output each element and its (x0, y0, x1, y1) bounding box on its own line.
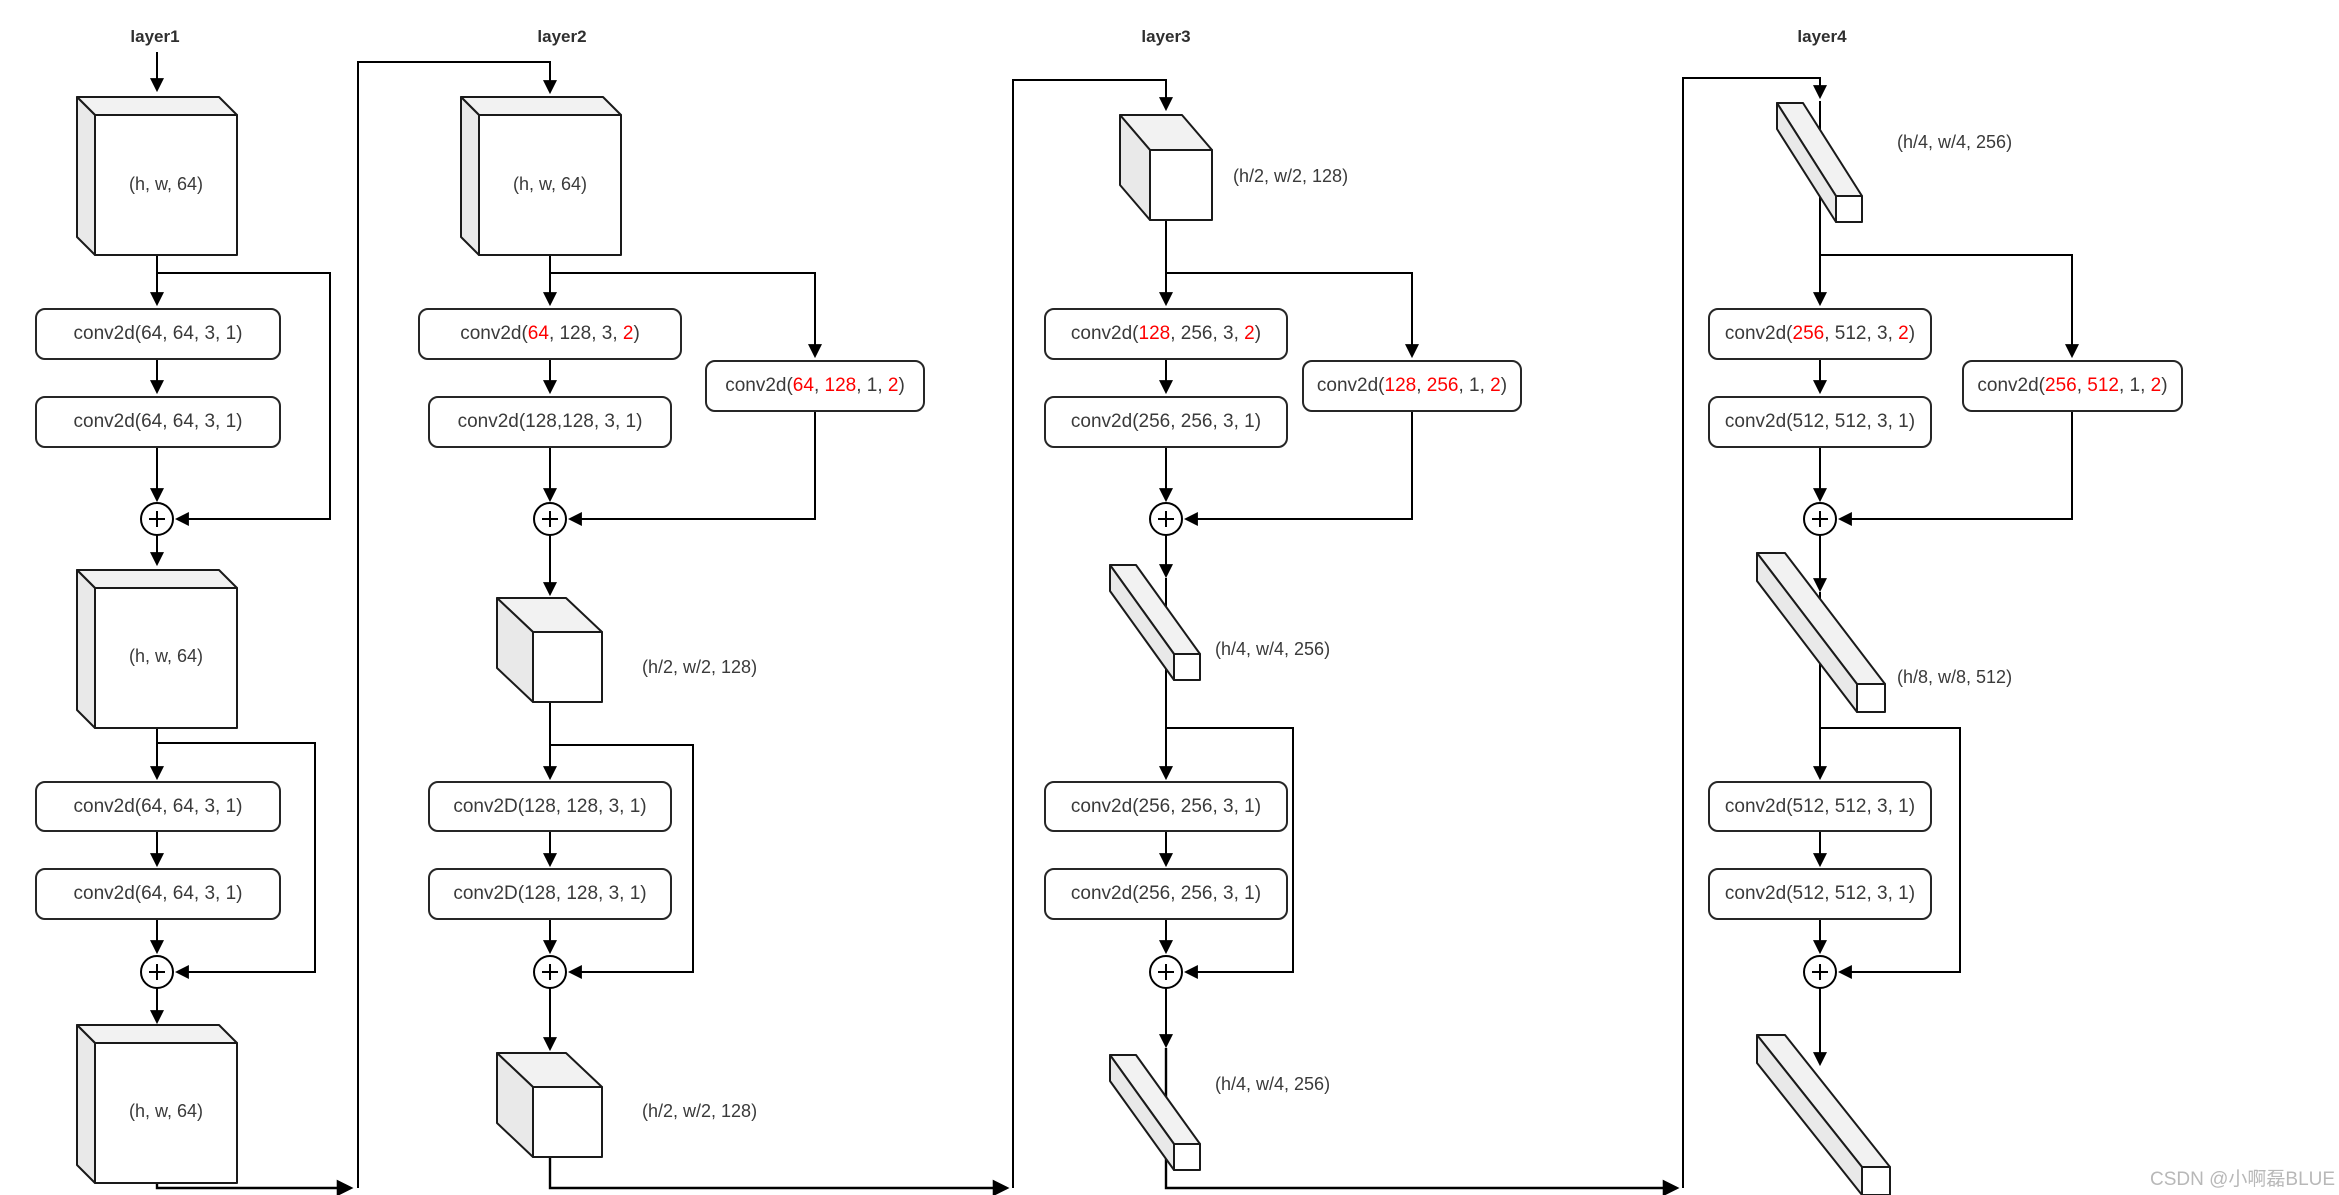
layer2-add-node-2 (533, 955, 567, 989)
layer1-title: layer1 (130, 27, 180, 46)
layer3-feature-bar-1 (1109, 564, 1201, 681)
layer3-dim-label-1: (h/2, w/2, 128) (1233, 166, 1349, 186)
layer4-dim-label-1: (h/4, w/4, 256) (1897, 132, 2013, 152)
layer2-conv-box-3: conv2D(128, 128, 3, 1) (428, 781, 672, 832)
layer3-conv-box-2: conv2d(256, 256, 3, 1) (1044, 396, 1288, 448)
layer2-feature-cube-3 (496, 1052, 603, 1158)
layer2-dim-label-2: (h/2, w/2, 128) (642, 1101, 758, 1121)
layer1-to-layer2-riser (357, 61, 557, 1188)
layer2-title: layer2 (537, 27, 587, 46)
layer1-cube-label-1: (h, w, 64) (128, 174, 204, 194)
layer4-feature-bar-3 (1756, 1034, 1891, 1195)
layer3-title: layer3 (1141, 27, 1191, 46)
layer4-conv-box-3: conv2d(512, 512, 3, 1) (1708, 781, 1932, 832)
layer1-cube-label-3: (h, w, 64) (128, 1101, 204, 1121)
layer4-downsample-conv-box: conv2d(256, 512, 1, 2) (1962, 360, 2183, 412)
layer4-conv-box-1: conv2d(256, 512, 3, 2) (1708, 308, 1932, 360)
layer1-conv-box-3: conv2d(64, 64, 3, 1) (35, 781, 281, 832)
layer3-connectors (1159, 77, 1827, 1195)
layer4-conv-box-2: conv2d(512, 512, 3, 1) (1708, 396, 1932, 448)
layer2-feature-cube-2 (496, 597, 603, 703)
layer3-downsample-conv-box: conv2d(128, 256, 1, 2) (1302, 360, 1522, 412)
layer3-add-node-2 (1149, 955, 1183, 989)
layer3-dim-label-2: (h/4, w/4, 256) (1215, 639, 1331, 659)
layer2-feature-cube-1 (460, 96, 622, 256)
layer2-downsample-conv-box: conv2d(64, 128, 1, 2) (705, 360, 925, 412)
layer1-add-node-2 (140, 955, 174, 989)
layer4-title: layer4 (1797, 27, 1847, 46)
layer1-connectors (150, 52, 557, 1195)
layer1-conv-box-4: conv2d(64, 64, 3, 1) (35, 868, 281, 920)
layer4-feature-bar-2 (1756, 552, 1886, 713)
layer2-to-layer3-riser (1012, 79, 1173, 1188)
layer2-dim-label-1: (h/2, w/2, 128) (642, 657, 758, 677)
layer2-conv-box-1: conv2d(64, 128, 3, 2) (418, 308, 682, 360)
layer3-conv-box-4: conv2d(256, 256, 3, 1) (1044, 868, 1288, 920)
layer3-dim-label-3: (h/4, w/4, 256) (1215, 1074, 1331, 1094)
layer2-conv-box-4: conv2D(128, 128, 3, 1) (428, 868, 672, 920)
layer4-add-node-1 (1803, 502, 1837, 536)
layer1-add-node-1 (140, 502, 174, 536)
watermark-second-line: CSDN @小啊磊BLUE (2150, 1191, 2335, 1195)
layer2-add-node-1 (533, 502, 567, 536)
layer2-cube-label-1: (h, w, 64) (512, 174, 588, 194)
layer3-feature-bar-2 (1109, 1054, 1201, 1171)
layer3-conv-box-1: conv2d(128, 256, 3, 2) (1044, 308, 1288, 360)
layer1-conv-box-1: conv2d(64, 64, 3, 1) (35, 308, 281, 360)
layer3-conv-box-3: conv2d(256, 256, 3, 1) (1044, 781, 1288, 832)
layer2-conv-box-2: conv2d(128,128, 3, 1) (428, 396, 672, 448)
layer4-conv-box-4: conv2d(512, 512, 3, 1) (1708, 868, 1932, 920)
layer3-to-layer4-riser (1682, 77, 1827, 1188)
layer4-feature-bar-1 (1776, 102, 1863, 223)
layer1-feature-cube-2 (76, 569, 238, 729)
layer1-feature-cube-3 (76, 1024, 238, 1184)
layer3-feature-cube-1 (1119, 114, 1213, 221)
layer1-conv-box-2: conv2d(64, 64, 3, 1) (35, 396, 281, 448)
layer3-add-node-1 (1149, 502, 1183, 536)
layer4-dim-label-2: (h/8, w/8, 512) (1897, 667, 2013, 687)
layer2-connectors (543, 79, 1173, 1195)
layer1-cube-label-2: (h, w, 64) (128, 646, 204, 666)
layer4-add-node-2 (1803, 955, 1837, 989)
watermark: CSDN @小啊磊BLUE (2150, 1169, 2336, 1190)
layer1-feature-cube-1 (76, 96, 238, 256)
